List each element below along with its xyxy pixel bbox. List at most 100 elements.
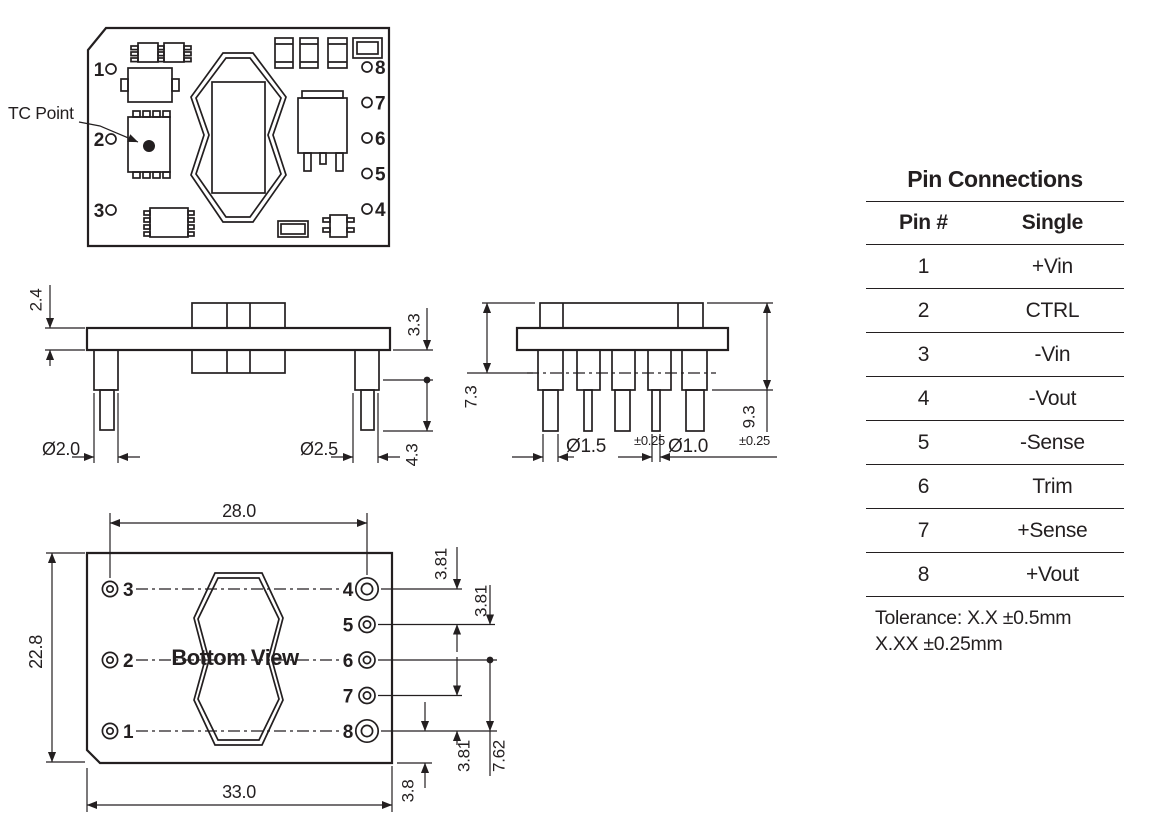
dim-pin-pitch-lines [378, 547, 497, 788]
pin-label: 6 [375, 129, 385, 150]
pin-label: 2 [123, 651, 133, 672]
pin-label: 1 [123, 722, 134, 743]
dim-label: 2.4 [27, 289, 46, 312]
pin-label: 8 [343, 722, 353, 743]
pin6-marker [361, 132, 373, 144]
soic8-chip [143, 207, 195, 238]
side-view: 2.4 3.3 4.3 Ø2.0 Ø2.5 [27, 285, 433, 467]
front-view: 7.3 9.3 Ø1.5 ±0.25 Ø1.0 ±0.25 [462, 302, 777, 462]
dim-label: 28.0 [222, 501, 256, 521]
chip-resistor [352, 37, 383, 59]
pin-label: 6 [343, 651, 353, 672]
dim-tolerance: ±0.25 [739, 433, 770, 448]
power-transistor [297, 90, 348, 172]
pin-label: 5 [343, 616, 354, 637]
transformer-front-view [539, 302, 704, 329]
dim-label: 3.81 [455, 740, 474, 772]
pin-label: 3 [94, 201, 104, 222]
pin8-marker [361, 61, 373, 73]
tolerance-line1: Tolerance: X.X ±0.5mm [875, 607, 1072, 629]
dim-label: 3.8 [399, 780, 418, 803]
pin5-marker [361, 167, 373, 180]
pin-table-row: 7+Sense [866, 508, 1124, 553]
pin-label: 4 [343, 580, 354, 601]
pin-number: 8 [866, 552, 981, 597]
dim-pin-dia-small [618, 434, 777, 462]
pin-number: 6 [866, 464, 981, 509]
pin-table-col-pin: Pin # [899, 211, 948, 234]
pin1-marker [105, 63, 117, 75]
side-view-board [85, 326, 392, 352]
tc-point-dot [143, 140, 155, 152]
dim-label: Ø2.0 [42, 439, 80, 459]
pin4-marker [361, 203, 373, 215]
pin-function: -Vout [980, 376, 1124, 421]
tolerance-line2: X.XX ±0.25mm [875, 633, 1003, 655]
bottom-view: 3 2 1 4 5 6 7 8 Bottom View 28.0 22.8 [26, 501, 509, 812]
right-pin-side-view [354, 349, 380, 431]
dim-pin-dia-left [72, 393, 140, 463]
chip-capacitor [277, 220, 309, 238]
dim-pin-dia-large [512, 434, 574, 462]
dim-body-height [46, 552, 85, 763]
tc-ic [127, 110, 171, 179]
soic6-chip [163, 42, 192, 63]
pin-label: 4 [375, 200, 386, 221]
pin-table-row: 4-Vout [866, 376, 1124, 421]
pin-function: CTRL [980, 288, 1124, 333]
dim-label: 4.3 [403, 444, 422, 467]
pin3-marker [105, 204, 117, 216]
transformer-side-view [191, 302, 286, 374]
pin-function: +Vin [980, 244, 1124, 289]
pin-table-row: 1+Vin [866, 244, 1124, 289]
pin-table-row: 5-Sense [866, 420, 1124, 465]
pin-label: 3 [123, 580, 133, 601]
dim-label: Ø2.5 [300, 439, 338, 459]
dim-label: 3.81 [472, 585, 491, 617]
dim-board-thickness [45, 285, 85, 366]
bottom-left-pins [101, 580, 119, 740]
front-view-standoffs [537, 349, 708, 391]
dim-total-height [707, 302, 773, 432]
pin-label: 7 [375, 94, 385, 115]
pin-number: 1 [866, 244, 981, 289]
pin-function: -Vin [980, 332, 1124, 377]
pin-number: 7 [866, 508, 981, 553]
dim-label: 9.3 [740, 406, 759, 429]
pin-label: 2 [94, 130, 104, 151]
dim-body-width [86, 766, 393, 812]
sot23-chip [322, 214, 355, 238]
pin-number: 5 [866, 420, 981, 465]
pin-number: 4 [866, 376, 981, 421]
top-view-board-outline [86, 26, 391, 248]
dim-pin-span [109, 513, 368, 578]
chip-capacitors [274, 37, 348, 69]
tc-point-label: TC Point [8, 103, 74, 123]
pin2-marker [105, 133, 117, 145]
front-view-pins [542, 389, 705, 432]
dim-height-above-board [467, 302, 535, 374]
dim-label: 22.8 [26, 635, 46, 669]
pin-table-title: Pin Connections [866, 166, 1124, 202]
pin-table-row: 8+Vout [866, 552, 1124, 597]
left-pin-side-view [93, 349, 119, 431]
pin7-marker [361, 96, 373, 109]
dim-label: 7.3 [462, 386, 481, 409]
pin-label: 8 [375, 58, 385, 79]
pin-number: 2 [866, 288, 981, 333]
dim-label: 3.3 [405, 314, 424, 337]
pin-function: +Vout [980, 552, 1124, 597]
dim-tolerance: ±0.25 [634, 433, 665, 448]
pin-function: -Sense [980, 420, 1124, 465]
pin-table-header-row: Pin # Single [866, 202, 1124, 245]
pin-label: 5 [375, 165, 386, 186]
tolerance-note: Tolerance: X.X ±0.5mm X.XX ±0.25mm [866, 597, 1124, 657]
transformer-top-view [190, 52, 287, 223]
dim-label: 33.0 [222, 782, 256, 802]
transformer-bottom-view [193, 572, 284, 746]
pin-table-col-single: Single [1021, 211, 1084, 234]
